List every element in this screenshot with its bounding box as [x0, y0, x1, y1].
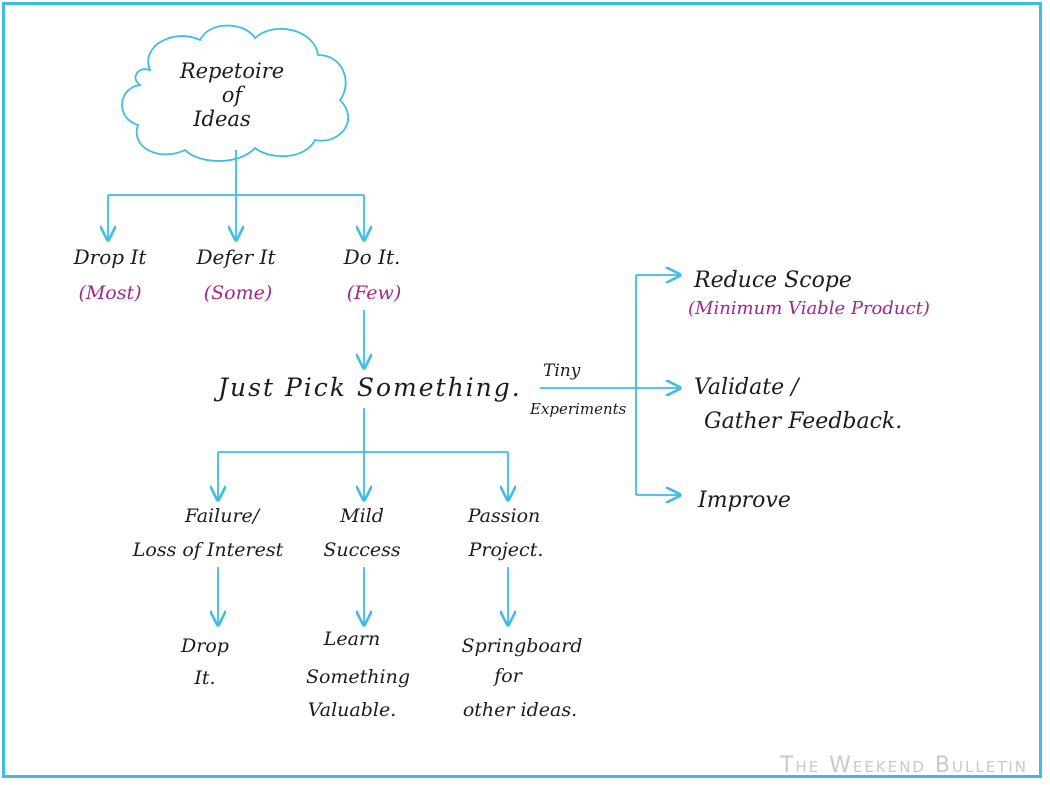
result-learn-line-1: Learn — [323, 628, 381, 650]
center-just-pick-something: Just Pick Something. — [213, 373, 522, 402]
result-drop-line-2: It. — [193, 667, 215, 689]
cloud-line-3: Ideas — [192, 107, 251, 131]
outcome-mild-line-1: Mild — [339, 505, 384, 527]
cloud-line-2: of — [222, 83, 246, 107]
level1-do-it: Do It. — [343, 245, 401, 269]
experiments-line-1: Tiny — [543, 361, 581, 381]
result-springboard-line-3: other ideas. — [463, 699, 577, 721]
outcome-failure-line-1: Failure/ — [184, 505, 261, 527]
result-springboard-line-1: Springboard — [462, 635, 583, 657]
outcome-passion-line-1: Passion — [467, 505, 541, 527]
cloud-line-1: Repetoire — [179, 59, 284, 83]
result-springboard-line-2: for — [492, 665, 523, 687]
experiments-line-2: Experiments — [529, 400, 627, 418]
level1-defer-it-note: (Some) — [204, 282, 273, 304]
result-drop-line-1: Drop — [180, 635, 229, 657]
level1-do-it-note: (Few) — [347, 282, 401, 304]
level1-drop-it: Drop It — [73, 245, 148, 269]
watermark-text: The Weekend Bulletin — [779, 753, 1028, 778]
branch-validate-line-1: Validate / — [694, 375, 801, 400]
cloud-shape — [121, 24, 350, 162]
branch-reduce-scope-note: (Minimum Viable Product) — [688, 298, 930, 319]
branch-validate-line-2: Gather Feedback. — [704, 409, 902, 434]
result-learn-line-3: Valuable. — [308, 699, 396, 721]
branch-reduce-scope: Reduce Scope — [693, 268, 852, 293]
level1-drop-it-note: (Most) — [78, 282, 141, 304]
outcome-passion-line-2: Project. — [468, 539, 544, 561]
outcome-mild-line-2: Success — [323, 539, 401, 561]
outcome-failure-line-2: Loss of Interest — [132, 539, 284, 561]
diagram-frame — [2, 2, 1042, 778]
result-learn-line-2: Something — [306, 666, 410, 688]
level1-defer-it: Defer It — [196, 245, 277, 269]
branch-improve: Improve — [697, 488, 791, 513]
